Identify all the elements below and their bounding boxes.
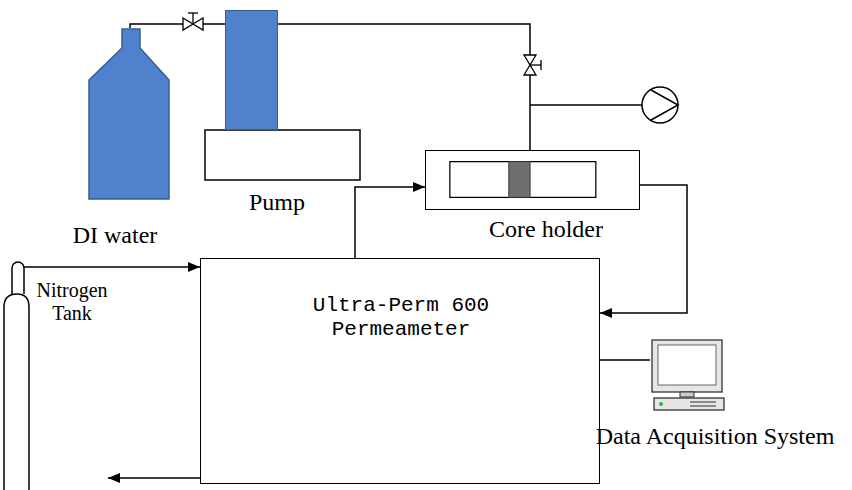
pressure-gauge bbox=[642, 87, 678, 123]
vent-arrow bbox=[108, 477, 200, 479]
core-holder: Core holder bbox=[425, 150, 640, 210]
gauge-line bbox=[530, 104, 642, 106]
computer-icon-shape bbox=[650, 338, 726, 412]
pump-column: Pump bbox=[225, 10, 278, 130]
pipe-connector bbox=[24, 266, 200, 268]
pump-base bbox=[205, 130, 360, 180]
core-holder-shape bbox=[426, 151, 639, 209]
water-bottle-shape bbox=[88, 28, 170, 200]
node-label: Data Acquisition System bbox=[596, 423, 835, 451]
node-label: Nitrogen Tank bbox=[29, 279, 115, 325]
pipe-connector bbox=[130, 24, 225, 28]
pipe-connector bbox=[600, 359, 650, 361]
nitrogen-tank-shape bbox=[3, 262, 30, 490]
computer-icon: Data Acquisition System bbox=[650, 338, 726, 412]
nitrogen-tank: Nitrogen Tank bbox=[3, 262, 30, 490]
node-label: Pump bbox=[249, 189, 305, 217]
valve-symbol bbox=[183, 13, 203, 30]
pipe-connector bbox=[355, 187, 425, 258]
permeameter-box: Ultra-Perm 600 Permeameter bbox=[200, 258, 600, 484]
node-label: Ultra-Perm 600 Permeameter bbox=[296, 294, 506, 342]
water-bottle: DI water bbox=[88, 28, 170, 200]
node-label: DI water bbox=[73, 222, 158, 250]
node-label: Core holder bbox=[489, 216, 603, 244]
valve-symbol bbox=[524, 55, 541, 75]
